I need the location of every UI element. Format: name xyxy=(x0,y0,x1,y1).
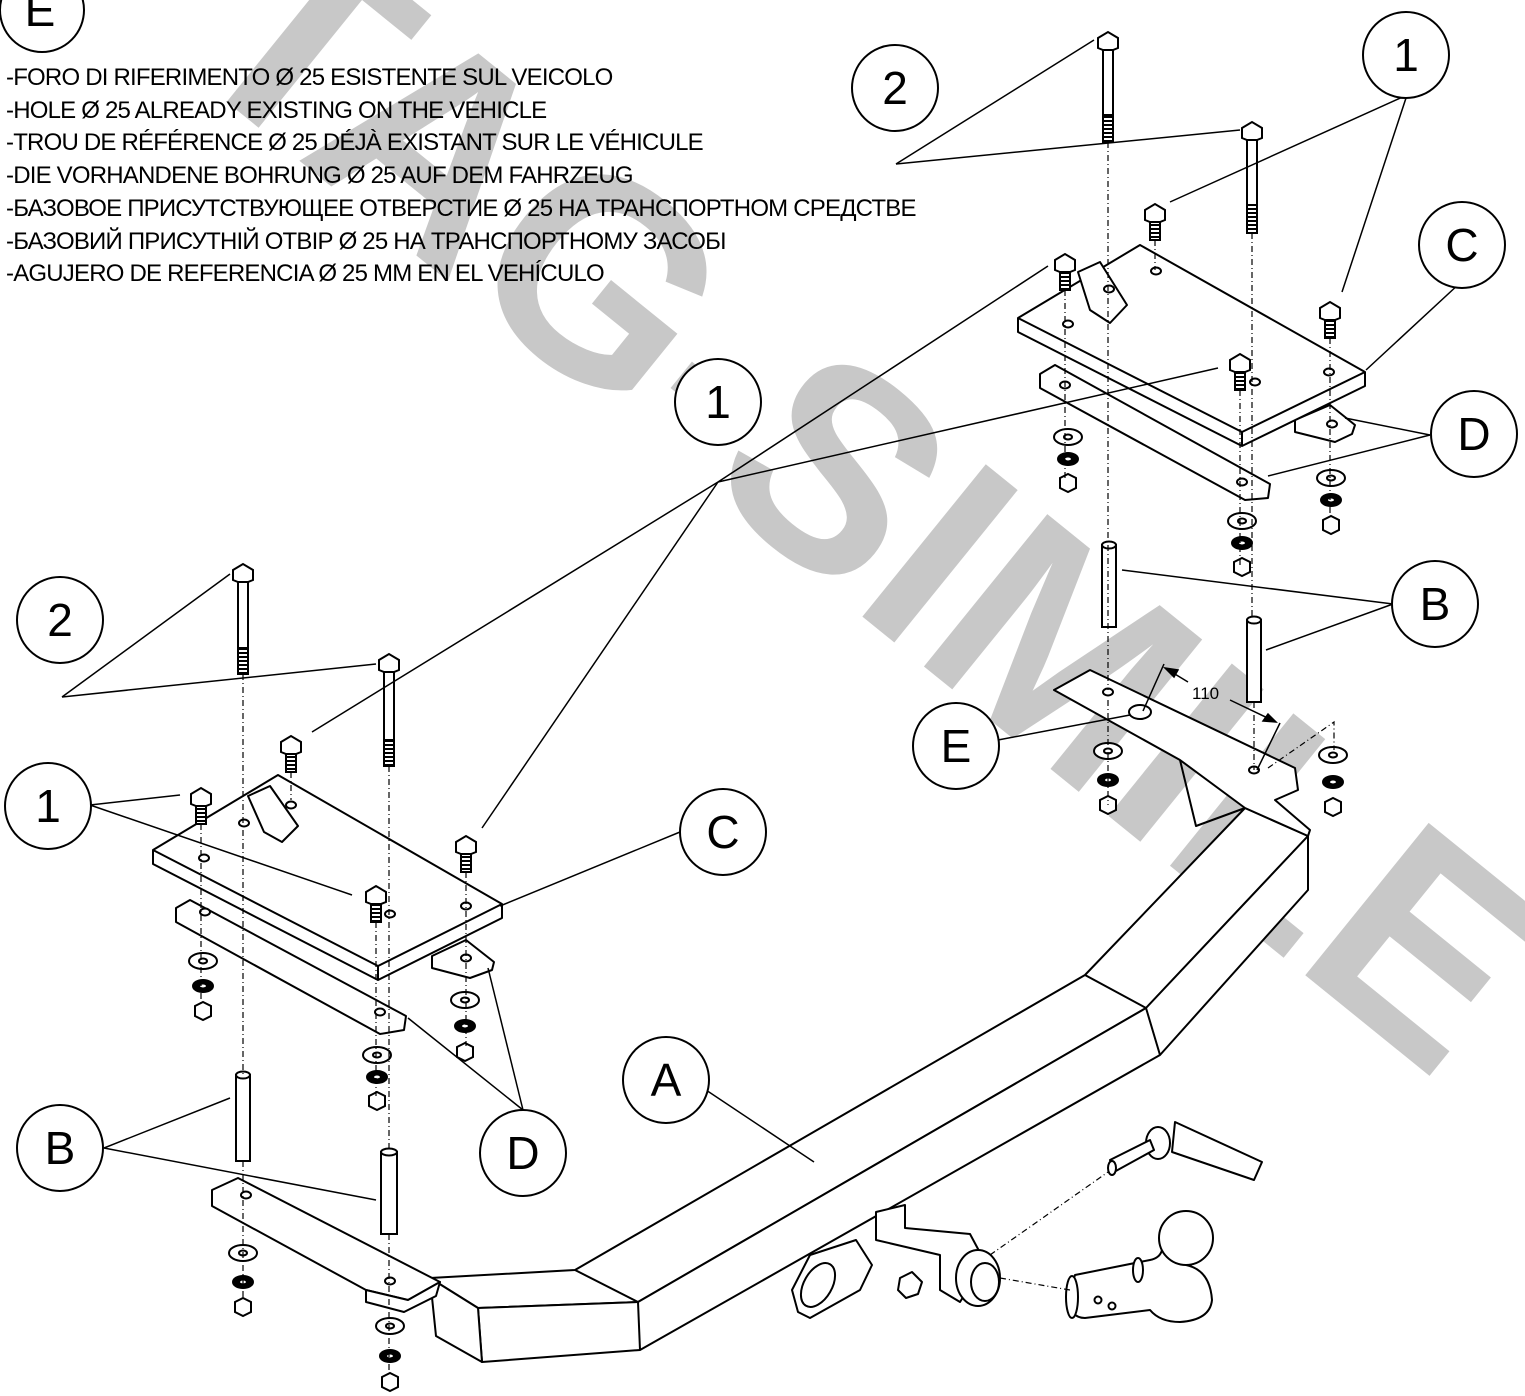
left-short-bolts xyxy=(190,734,477,923)
callout-circle-left-D xyxy=(479,1109,567,1197)
callout-circle-right-2 xyxy=(851,44,939,132)
left-spacer-strip-long xyxy=(175,899,407,1035)
callout-label-left-D: D xyxy=(506,1127,539,1179)
callout-circle-right-1 xyxy=(1362,11,1450,99)
callout-label-right-1: 1 xyxy=(1393,29,1419,81)
note-line-ukrainian: -БАЗОВИЙ ПРИСУТНІЙ ОТВІР Ø 25 НА ТРАНСПО… xyxy=(6,227,727,255)
notes-title-letter: E xyxy=(25,0,56,36)
right-axis-lines xyxy=(1064,142,1335,805)
callout-circle-title-E xyxy=(0,0,85,53)
leader-lines xyxy=(61,39,1461,1201)
dimension-label: 110 xyxy=(1192,684,1219,703)
callout-circle-A xyxy=(622,1036,710,1124)
left-long-bolt-1 xyxy=(232,562,254,675)
dimension-110 xyxy=(1142,663,1281,771)
callout-circle-left-2 xyxy=(16,576,104,664)
right-short-bolts xyxy=(1054,202,1341,391)
right-spacer-tubes xyxy=(1101,540,1262,703)
callout-circle-right-B xyxy=(1391,560,1479,648)
tow-ball xyxy=(1065,1210,1214,1323)
note-line-italian: -FORO DI RIFERIMENTO Ø 25 ESISTENTE SUL … xyxy=(6,64,613,91)
callout-label-right-C: C xyxy=(1445,219,1478,271)
note-line-spanish: -AGUJERO DE REFERENCIA Ø 25 MM EN EL VEH… xyxy=(6,260,605,288)
callout-label-right-B: B xyxy=(1420,578,1451,630)
callout-label-center-1: 1 xyxy=(705,376,731,428)
note-line-russian: -БАЗОВОЕ ПРИСУТСТВУЮЩЕЕ ОТВЕРСТИЕ Ø 25 Н… xyxy=(6,194,916,222)
left-long-bolt-2 xyxy=(378,652,400,767)
callout-labels: 2 1 C D B E 1 2 1 C D B A E xyxy=(25,0,1491,1179)
callout-circle-left-B xyxy=(16,1104,104,1192)
ball-axis-lines xyxy=(989,1171,1109,1291)
callout-circle-center-1 xyxy=(674,358,762,446)
right-washer-nut-stacks xyxy=(1053,428,1348,818)
callout-label-A: A xyxy=(651,1054,682,1106)
crossbar-left-end xyxy=(429,1277,483,1363)
note-line-english: -HOLE Ø 25 ALREADY EXISTING ON THE VEHIC… xyxy=(6,96,547,124)
callout-label-left-1: 1 xyxy=(35,780,61,832)
callout-label-right-2: 2 xyxy=(882,62,908,114)
note-line-german: -DIE VORHANDENE BOHRUNG Ø 25 AUF DEM FAH… xyxy=(6,162,634,190)
callout-label-left-B: B xyxy=(45,1122,76,1174)
callouts xyxy=(0,0,1518,1197)
crossbar-front-face xyxy=(477,835,1309,1363)
socket-pin xyxy=(1107,1121,1263,1181)
callout-label-right-E: E xyxy=(941,720,972,772)
callout-label-right-D: D xyxy=(1457,408,1490,460)
callout-label-left-2: 2 xyxy=(47,594,73,646)
callout-circle-left-C xyxy=(679,788,767,876)
right-long-bolt-2 xyxy=(1241,120,1263,234)
callout-circle-right-C xyxy=(1418,201,1506,289)
callout-circle-right-D xyxy=(1430,390,1518,478)
reference-hole-notes: -FORO DI RIFERIMENTO Ø 25 ESISTENTE SUL … xyxy=(6,62,1106,291)
left-axis-lines xyxy=(200,674,467,1372)
note-line-french: -TROU DE RÉFÉRENCE Ø 25 DÉJÀ EXISTANT SU… xyxy=(6,129,704,157)
callout-circle-right-E xyxy=(912,702,1000,790)
callout-circle-left-1 xyxy=(4,762,92,850)
right-spacer-strip-long xyxy=(1039,364,1271,501)
callout-label-left-C: C xyxy=(706,806,739,858)
left-bracket-plate xyxy=(211,1177,441,1313)
